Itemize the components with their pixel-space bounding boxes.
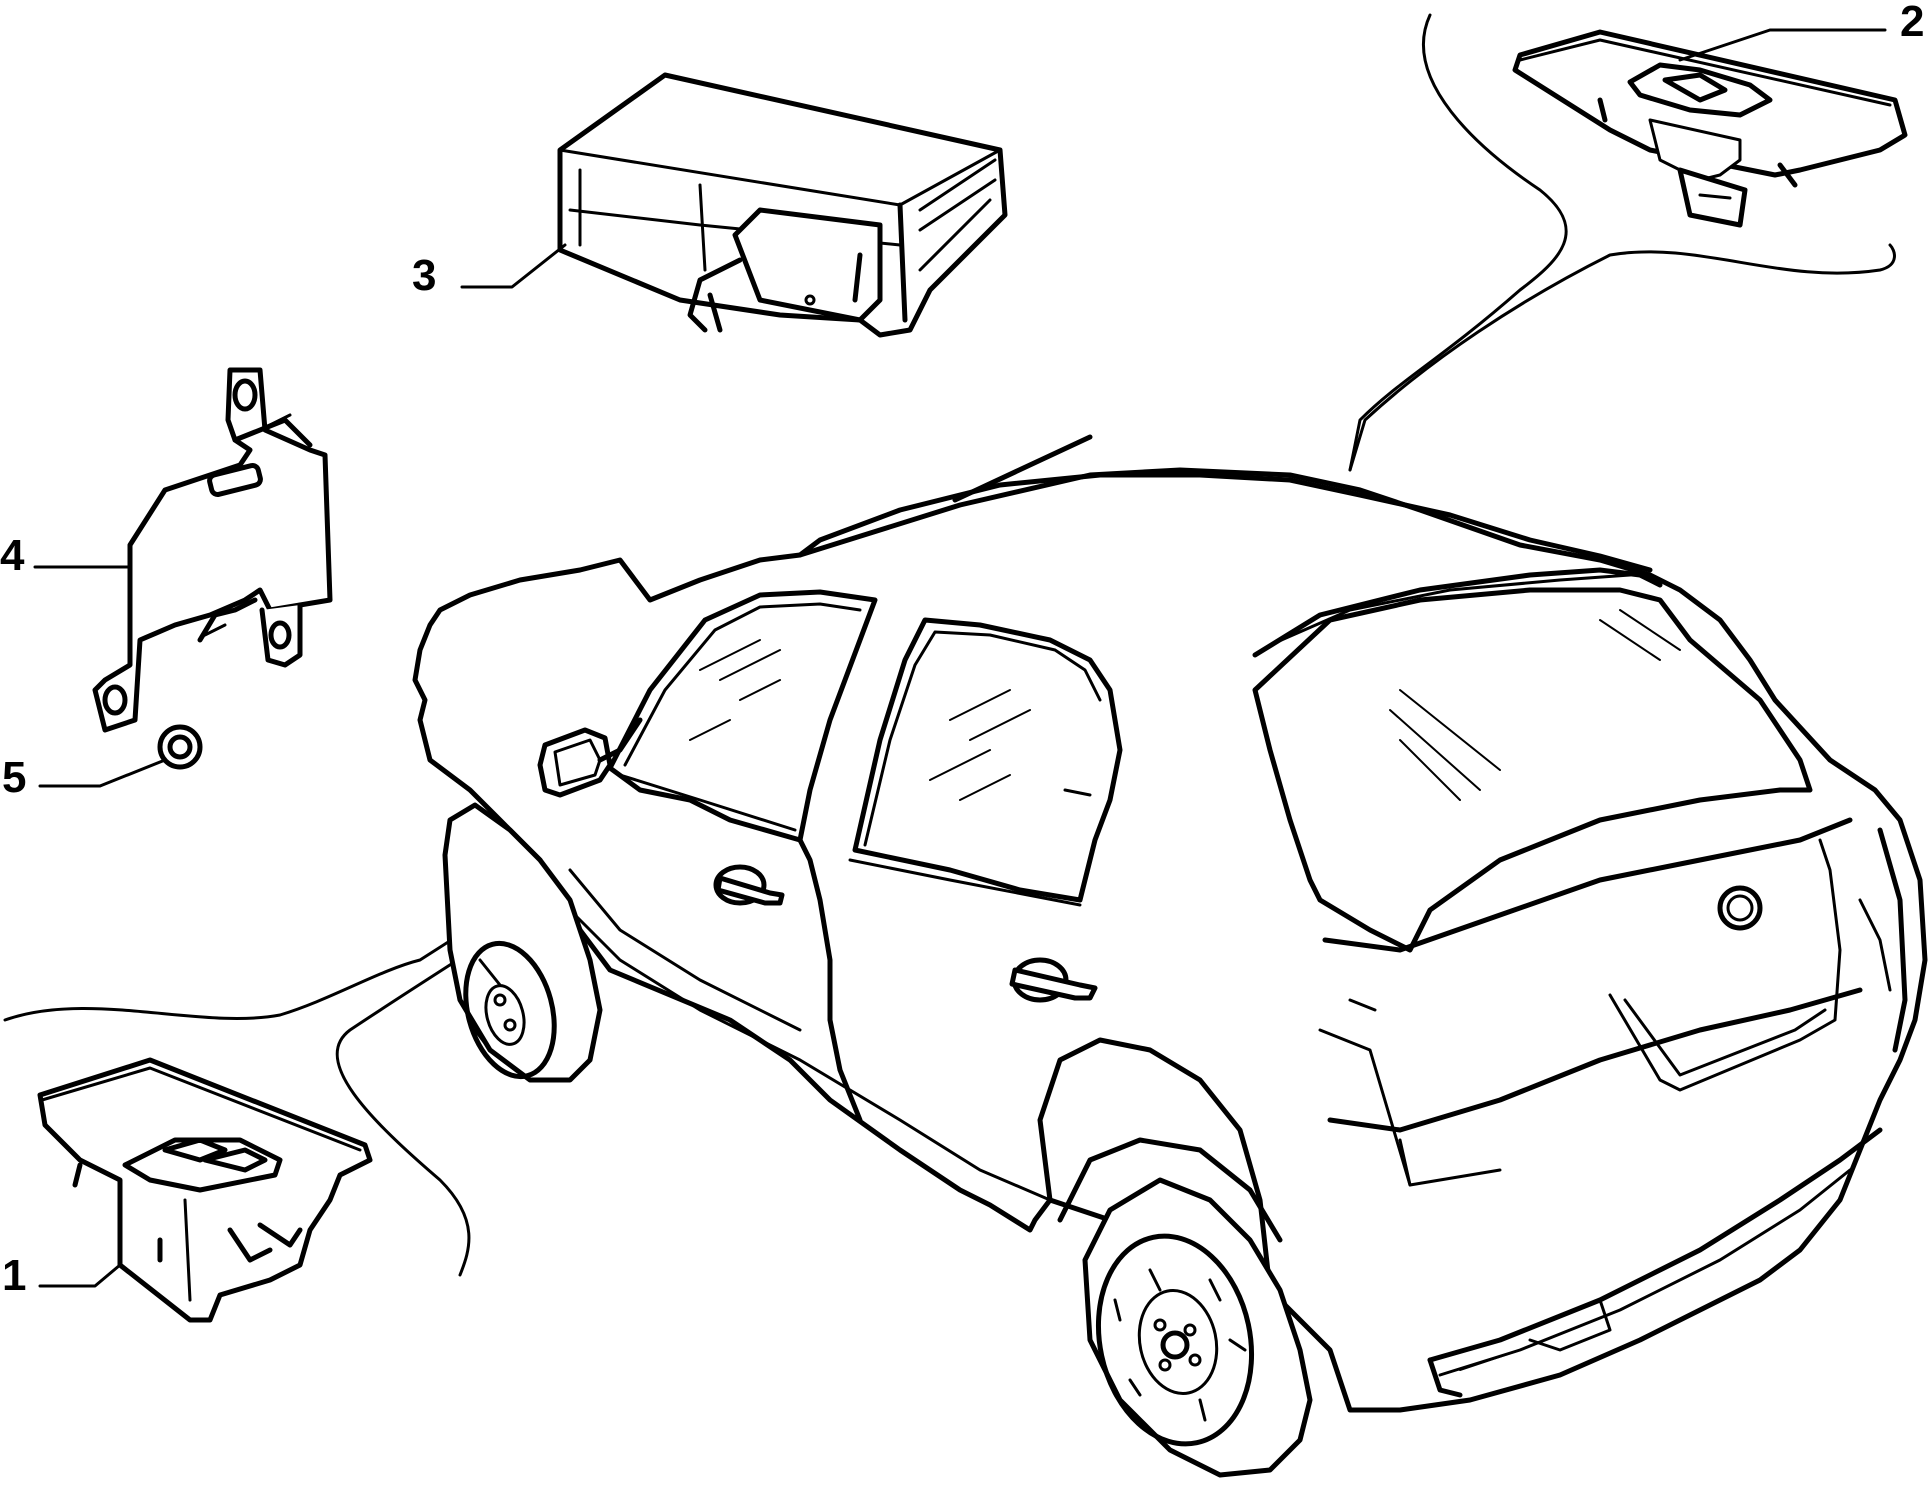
part-2-window-switch	[1512, 29, 1908, 228]
part-5-nut	[157, 724, 203, 770]
leader-line-5	[38, 758, 167, 788]
rear-wheel	[1082, 1177, 1313, 1478]
car-body	[412, 434, 1928, 1478]
rear-door-handle	[1009, 957, 1098, 1003]
callout-4: 4	[0, 531, 25, 580]
front-door-handle	[713, 864, 785, 906]
callout-1: 1	[2, 1251, 26, 1300]
leader-line-2	[1678, 28, 1887, 62]
callout-3: 3	[412, 251, 436, 300]
part-4-bracket	[92, 367, 333, 733]
detail-outline-top-right	[1348, 13, 1896, 472]
callout-2: 2	[1900, 0, 1924, 46]
part-1-window-switch	[37, 1057, 373, 1323]
part-3-control-unit	[557, 72, 1008, 338]
leader-line-1	[38, 1263, 122, 1288]
front-wheel	[442, 802, 603, 1083]
callout-5: 5	[2, 753, 26, 802]
leader-line-3	[460, 243, 567, 289]
side-mirror	[537, 717, 643, 798]
leader-lines	[33, 28, 1887, 1288]
